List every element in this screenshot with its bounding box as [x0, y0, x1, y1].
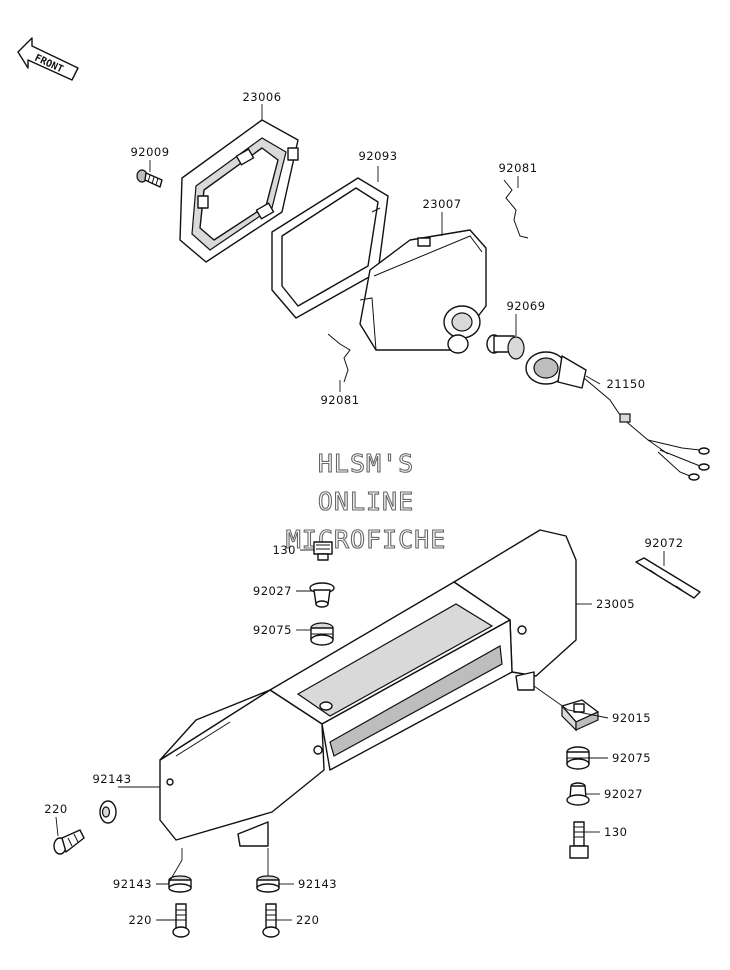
label-92072: 92072 [644, 536, 683, 550]
label-92075-right: 92075 [612, 751, 651, 765]
bolt-130-right [569, 821, 589, 859]
label-92143-left: 92143 [92, 772, 131, 786]
screw-92009 [136, 169, 163, 188]
watermark: HLSM'S ONLINE MICROFICHE [285, 448, 447, 554]
leader-lines [55, 104, 665, 921]
label-23006: 23006 [242, 90, 281, 104]
grommet-92075-top [310, 622, 334, 646]
grommet-92075-right [566, 746, 590, 770]
label-220-bottom-left: 220 [129, 913, 152, 927]
grommet-92143-bottom-left [168, 875, 192, 893]
label-92027-top: 92027 [253, 584, 292, 598]
label-92015: 92015 [612, 711, 651, 725]
label-92075-top: 92075 [253, 623, 292, 637]
label-130-top: 130 [273, 543, 296, 557]
cable-tie-92072 [635, 557, 701, 599]
label-23005: 23005 [596, 597, 635, 611]
spring-clip-92081-top [503, 179, 529, 239]
collar-92027-right [566, 782, 590, 806]
label-21150: 21150 [606, 377, 645, 391]
spring-clip-92081-bottom [327, 333, 351, 383]
watermark-line-3: MICROFICHE [286, 525, 447, 554]
label-92027-right: 92027 [604, 787, 643, 801]
label-92143-bottom-left: 92143 [113, 877, 152, 891]
label-92009: 92009 [130, 145, 169, 159]
label-92143-bottom-mid: 92143 [298, 877, 337, 891]
clip-nut-92015 [561, 699, 599, 732]
watermark-line-1: HLSM'S [318, 449, 414, 478]
grommet-92143-left [99, 800, 117, 824]
part-labels: 23006 92009 92093 92081 23007 92069 9208… [44, 90, 683, 927]
socket-harness-21150 [525, 351, 710, 481]
front-arrow-icon: FRONT [17, 37, 79, 81]
bulb-92069 [486, 334, 525, 360]
gasket-92093 [271, 177, 389, 319]
label-92081-top: 92081 [498, 161, 537, 175]
grommet-92143-bottom-mid [256, 875, 280, 893]
headlight-rim-23006 [179, 119, 299, 263]
label-92093: 92093 [358, 149, 397, 163]
bolt-130-top [313, 541, 333, 561]
screw-220-left [53, 829, 85, 855]
label-220-bottom-mid: 220 [296, 913, 319, 927]
watermark-line-2: ONLINE [318, 487, 414, 516]
collar-92027-top [309, 582, 335, 608]
label-92081-bottom: 92081 [320, 393, 359, 407]
headlight-housing-23007 [359, 229, 487, 354]
label-23007: 23007 [422, 197, 461, 211]
lamp-bar-23005 [159, 529, 577, 847]
label-220-left: 220 [44, 802, 67, 816]
screw-220-bottom-mid [262, 903, 280, 938]
label-130-right: 130 [604, 825, 627, 839]
label-92069: 92069 [506, 299, 545, 313]
screw-220-bottom-left [172, 903, 190, 938]
